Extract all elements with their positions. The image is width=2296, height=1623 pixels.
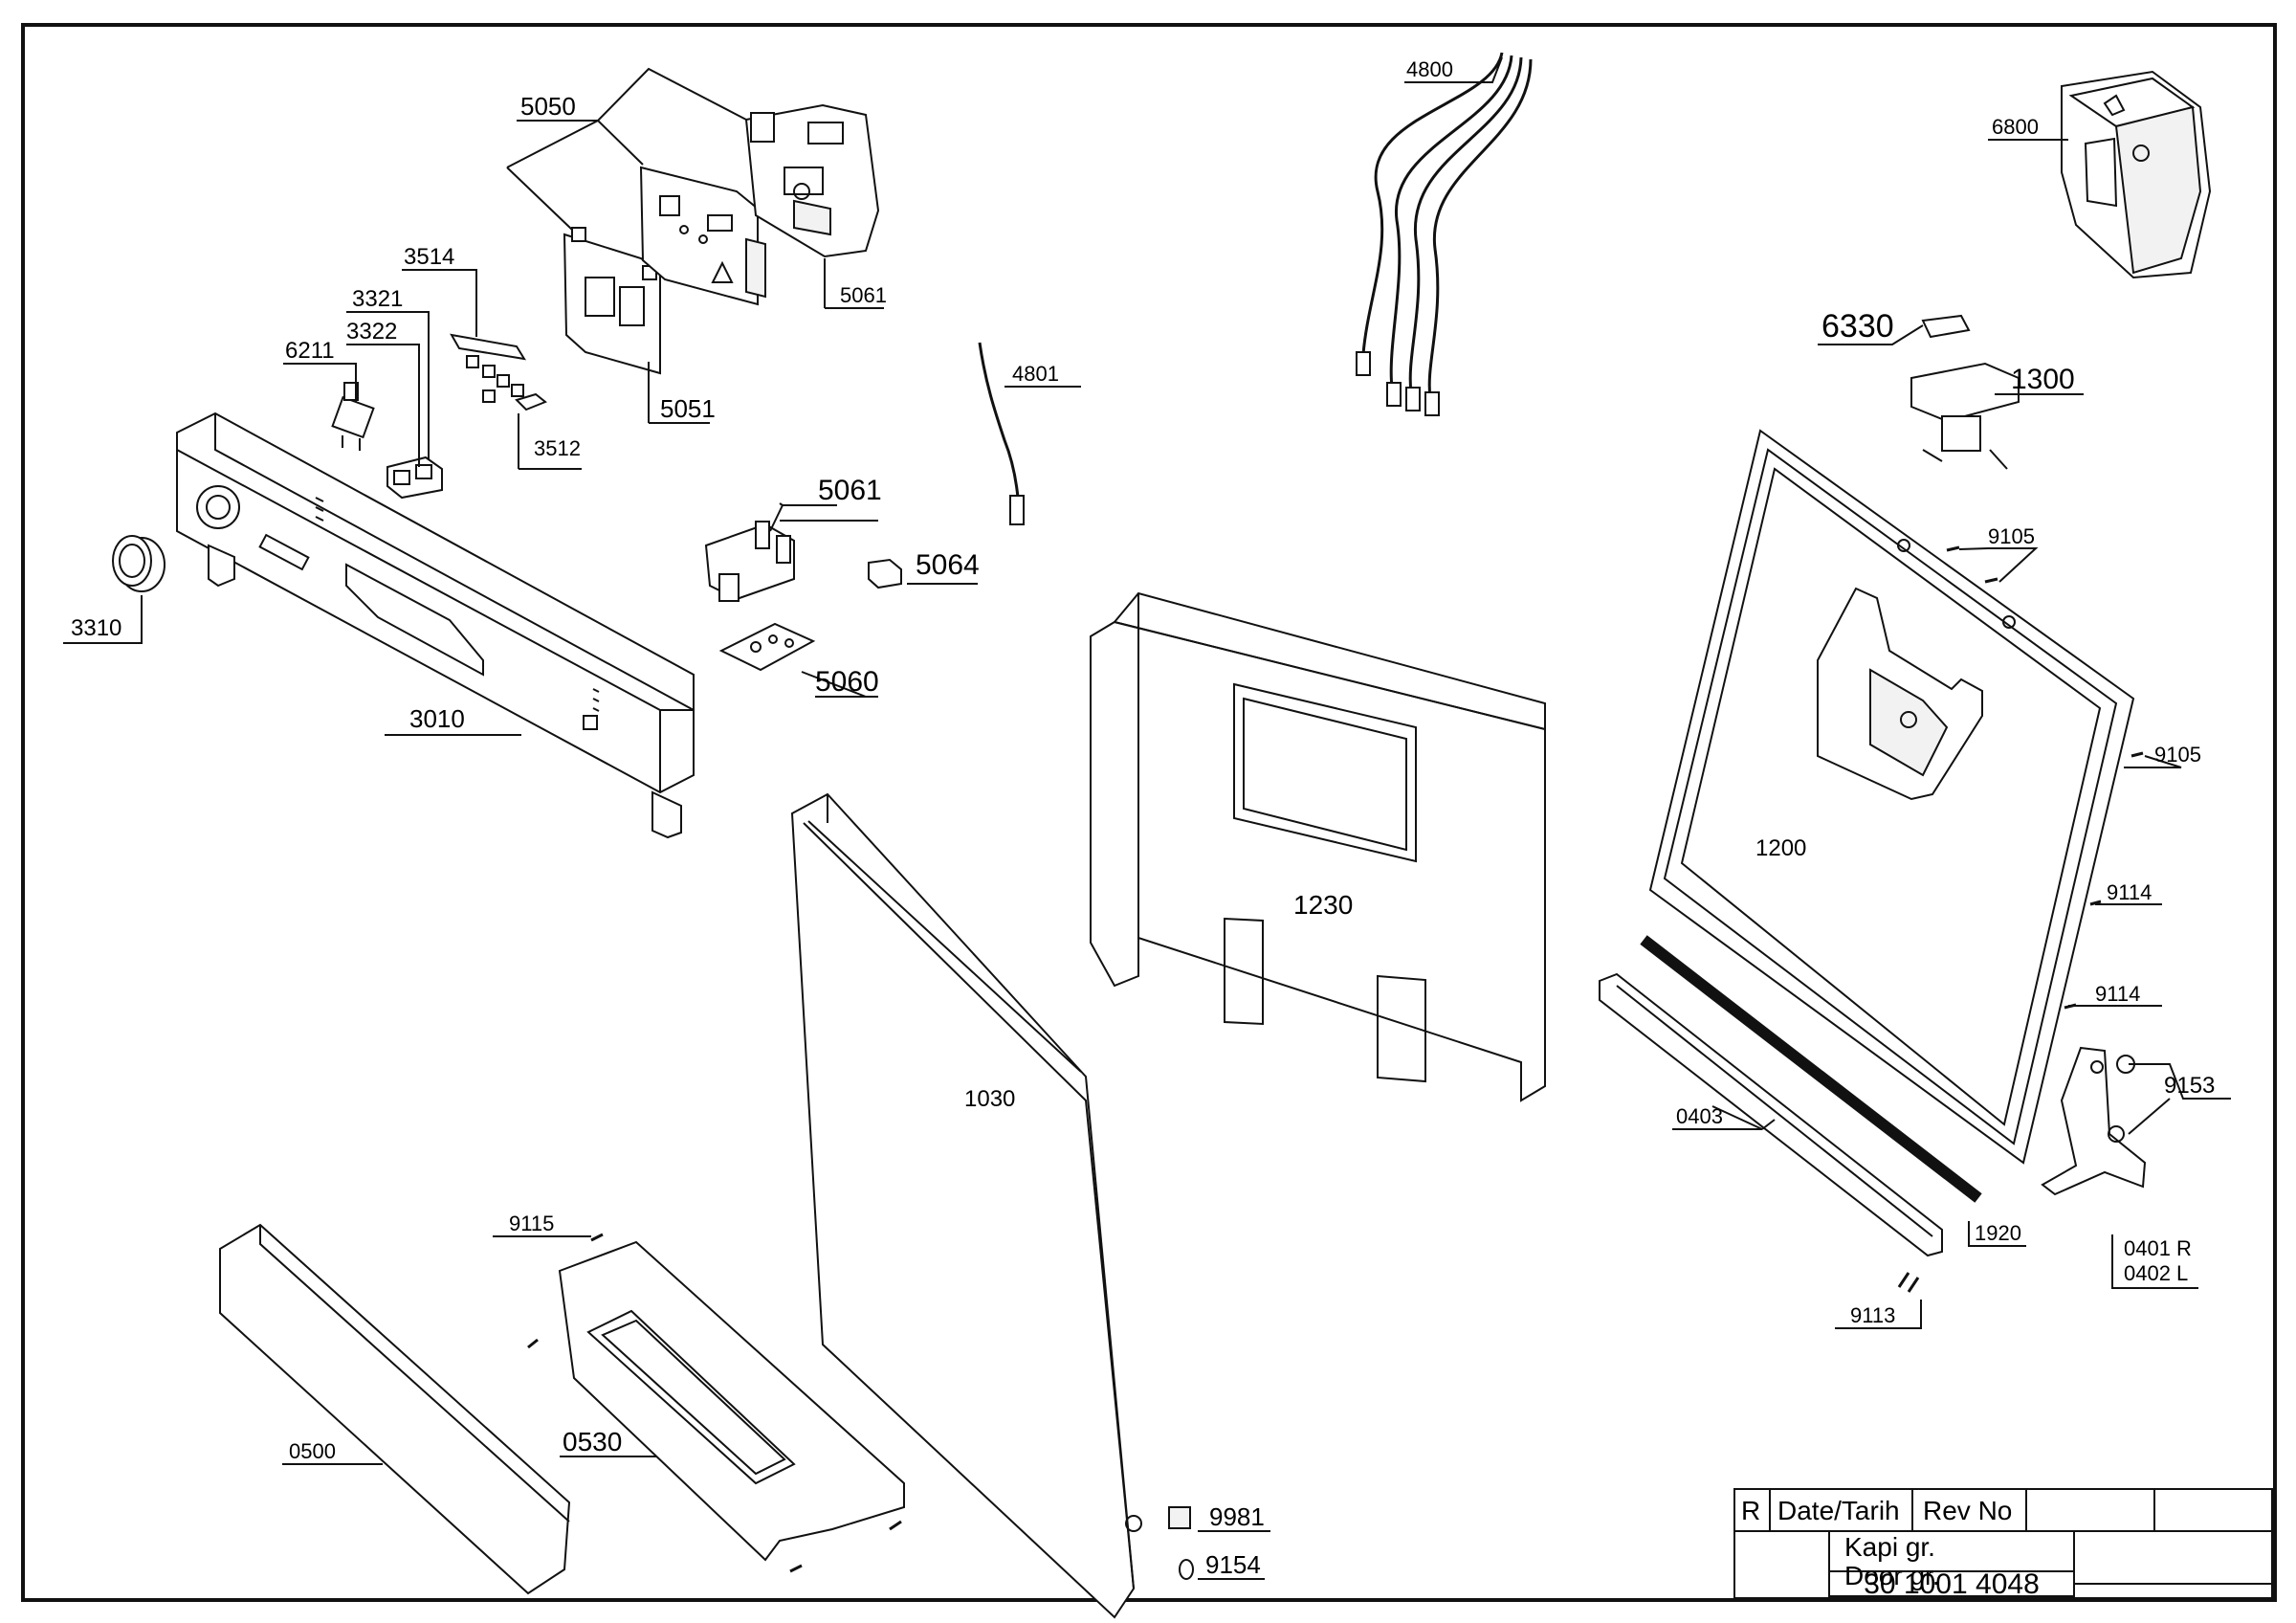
part-5061-relay [704,521,795,602]
label-0403: 0403 [1676,1104,1723,1128]
part-9153-hinge [2041,1046,2147,1196]
part-3514-button-strip [450,333,526,403]
label-9981: 9981 [1209,1502,1265,1531]
part-1030-door-panel [790,792,1142,1619]
part-6211-switch [331,382,375,451]
label-1200: 1200 [1755,835,1806,861]
label-5064: 5064 [916,549,980,581]
label-9153: 9153 [2164,1073,2215,1099]
label-3321: 3321 [352,286,403,312]
leader-lines [63,56,2231,1580]
label-1030: 1030 [964,1086,1015,1112]
label-3010: 3010 [409,704,465,733]
drawing-frame [21,23,2277,1602]
label-0401-r: 0401 R [2124,1236,2192,1260]
label-0500: 0500 [289,1439,336,1463]
label-9105-lower: 9105 [2154,743,2201,767]
label-9114-lower: 9114 [2095,982,2140,1006]
label-6330: 6330 [1821,308,1894,345]
label-6211: 6211 [285,338,335,364]
label-1300: 1300 [2011,364,2075,395]
part-3512-clip [515,392,547,411]
label-3512: 3512 [534,436,581,460]
label-0530: 0530 [563,1427,622,1456]
part-1200-inner-door [1648,429,2135,1165]
screws [527,545,2144,1580]
label-9154: 9154 [1205,1550,1261,1579]
label-0402-l: 0402 L [2124,1261,2188,1285]
label-1230: 1230 [1293,890,1353,920]
drawing-number-box: 30 1001 4048 [1829,1568,2074,1600]
title-name-en: Door gr. [1844,1561,1940,1590]
part-0530-bracket [558,1240,905,1562]
label-9113: 9113 [1850,1303,1895,1327]
part-1920-gasket [1640,935,1982,1203]
title-block-text: R Date/Tarih Rev No Kapi gr. Door gr. 30… [1741,1496,2012,1590]
label-3322: 3322 [346,319,397,345]
label-9115: 9115 [509,1212,554,1235]
label-5061-upper: 5061 [840,283,887,307]
title-name-tr: Kapi gr. [1844,1532,1935,1562]
label-6800: 6800 [1992,115,2039,139]
part-1230-insulation [1090,591,1546,1102]
label-5060: 5060 [815,666,879,698]
part-1300-door-lock [1910,362,2020,470]
label-5061-lower: 5061 [818,475,882,506]
title-block [1733,1488,2273,1600]
part-4801-cable [978,342,1025,525]
label-5051: 5051 [660,394,716,423]
label-3310: 3310 [71,615,121,641]
part-5060-board [718,622,816,672]
part-0403-rail [1599,972,1943,1257]
label-4800: 4800 [1406,57,1453,81]
part-3010-control-panel [176,411,695,839]
part-5050-circuit-board [639,166,766,306]
part-3321-3322-buttons [386,456,443,500]
label-9105-upper: 9105 [1988,524,2035,548]
label-9114-upper: 9114 [2107,880,2152,904]
label-4801: 4801 [1012,362,1059,386]
title-rev-marker: R [1741,1496,1760,1525]
part-5064 [868,558,902,589]
drawing-number: 30 1001 4048 [1864,1568,2040,1600]
title-rev-header: Rev No [1923,1496,2012,1525]
part-6800-dispenser [2061,70,2212,279]
label-1920: 1920 [1975,1221,2021,1245]
part-6330-microswitch [1921,314,1971,339]
part-5061-housing-upper [744,103,880,258]
part-3310-knob [112,535,166,592]
part-4800-harness [1356,52,1533,416]
label-3514: 3514 [404,244,454,270]
part-labels: 4800 6800 5050 5061 3514 3321 3322 6211 … [71,57,2215,1579]
title-date-header: Date/Tarih [1777,1496,1900,1525]
part-0500-front-strip [219,1223,571,1595]
label-5050: 5050 [520,92,576,121]
